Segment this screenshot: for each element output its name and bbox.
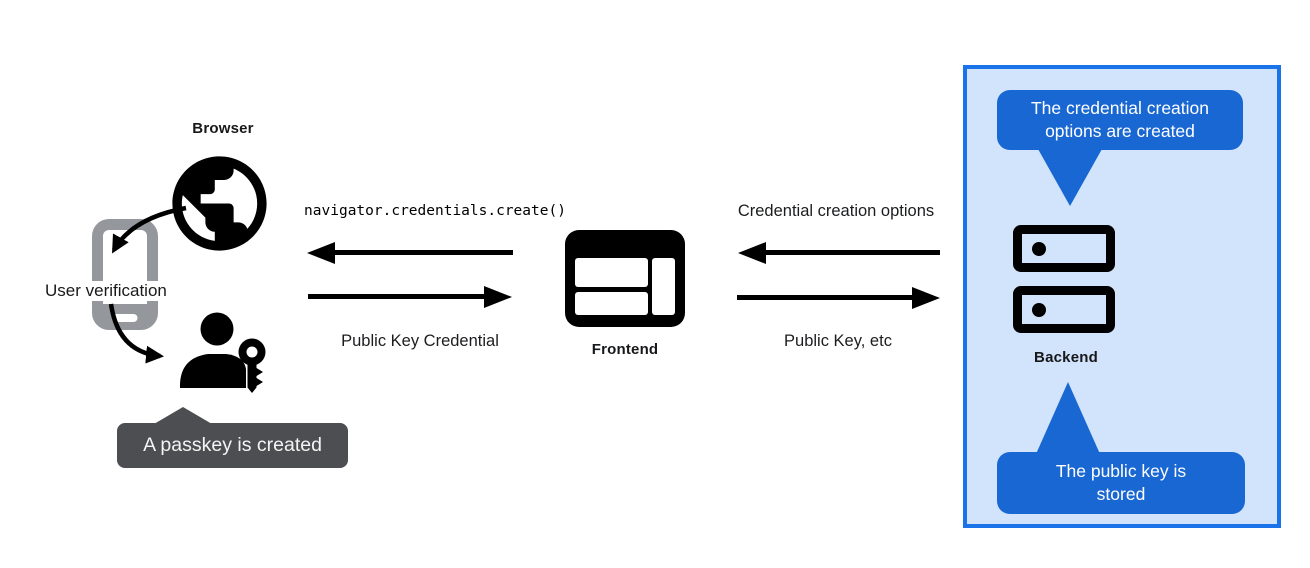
server-stack-icon [1013, 225, 1115, 272]
globe-to-phone-arrow [112, 205, 187, 254]
arrow-frontend-to-browser-line [333, 250, 513, 255]
arrow-browser-to-frontend-head [484, 286, 512, 308]
phone-to-person-arrow [108, 303, 165, 364]
arrow-frontend-to-browser-head [307, 242, 335, 264]
passkey-created-text: A passkey is created [143, 434, 322, 456]
credential-options-bubble-tail [1038, 149, 1102, 206]
user-verification-label: User verification [42, 281, 170, 301]
arrow-frontend-to-backend-head [912, 287, 940, 309]
arrow-backend-to-frontend-line [764, 250, 940, 255]
public-key-etc-label: Public Key, etc [784, 332, 892, 350]
backend-label: Backend [1034, 349, 1098, 366]
globe-icon [172, 156, 267, 251]
curved-arrows [108, 205, 187, 364]
arrow-browser-to-frontend-line [308, 294, 485, 299]
arrow-frontend-to-backend-line [737, 295, 913, 300]
credential-creation-options-label: Credential creation options [737, 202, 935, 220]
public-key-credential-label: Public Key Credential [341, 332, 499, 350]
public-key-stored-bubble: The public key is stored [997, 452, 1245, 514]
server-stack-icon-2 [1013, 286, 1115, 333]
frontend-label: Frontend [591, 341, 659, 358]
browser-window-icon [565, 230, 685, 327]
navigator-create-label: navigator.credentials.create() [304, 203, 566, 219]
passkey-created-tooltip: A passkey is created [117, 423, 348, 468]
browser-label: Browser [192, 120, 254, 137]
arrow-backend-to-frontend-head [738, 242, 766, 264]
tooltip-pointer [154, 407, 212, 424]
public-key-stored-bubble-text: The public key is stored [1055, 461, 1187, 504]
person-key-icon [179, 312, 266, 393]
smartphone-home-bar [112, 314, 138, 322]
public-key-stored-bubble-tail [1036, 382, 1100, 454]
credential-options-bubble-text: The credential creation options are crea… [1030, 98, 1210, 141]
credential-options-bubble: The credential creation options are crea… [997, 90, 1243, 150]
